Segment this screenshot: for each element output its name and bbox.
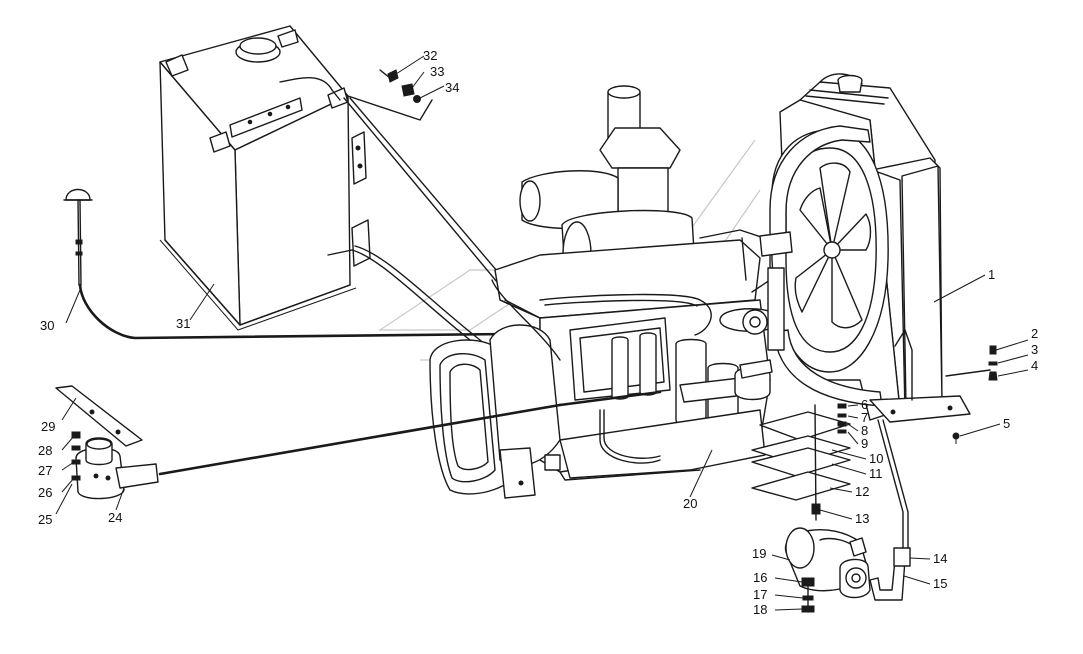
fuel-tank [159,25,371,331]
part-label-4: 4 [1031,358,1038,373]
part-label-27: 27 [38,463,52,478]
part-label-8: 8 [861,423,868,438]
part-label-26: 26 [38,485,52,500]
part-label-30: 30 [40,318,54,333]
radiator-fasteners [952,345,998,444]
part-label-7: 7 [861,410,868,425]
part-label-12: 12 [855,484,869,499]
part-label-19: 19 [752,546,766,561]
part-label-1: 1 [988,267,995,282]
part-label-32: 32 [423,48,437,63]
leader-lines [55,55,1029,611]
part-label-5: 5 [1003,416,1010,431]
part-label-17: 17 [753,587,767,602]
part-label-9: 9 [861,436,868,451]
part-label-31: 31 [176,316,190,331]
control-linkage [55,385,662,500]
part-label-18: 18 [753,602,767,617]
part-labels: 1 2 3 4 5 6 7 8 9 10 11 12 13 14 15 16 1… [38,48,1038,617]
tank-hardware [379,69,421,103]
part-label-14: 14 [933,551,947,566]
engine [429,85,781,499]
part-label-24: 24 [108,510,122,525]
part-label-25: 25 [38,512,52,527]
part-label-34: 34 [445,80,459,95]
mounting-plates [751,403,851,521]
part-label-15: 15 [933,576,947,591]
part-label-20: 20 [683,496,697,511]
radiator-and-fan [759,73,991,423]
part-label-10: 10 [869,451,883,466]
filler-rod [63,188,510,340]
part-label-33: 33 [430,64,444,79]
part-label-13: 13 [855,511,869,526]
part-label-29: 29 [41,419,55,434]
pump-assembly [784,419,911,613]
part-label-11: 11 [869,466,883,481]
part-label-28: 28 [38,443,52,458]
part-label-2: 2 [1031,326,1038,341]
part-label-16: 16 [753,570,767,585]
part-label-6: 6 [861,397,868,412]
part-label-3: 3 [1031,342,1038,357]
